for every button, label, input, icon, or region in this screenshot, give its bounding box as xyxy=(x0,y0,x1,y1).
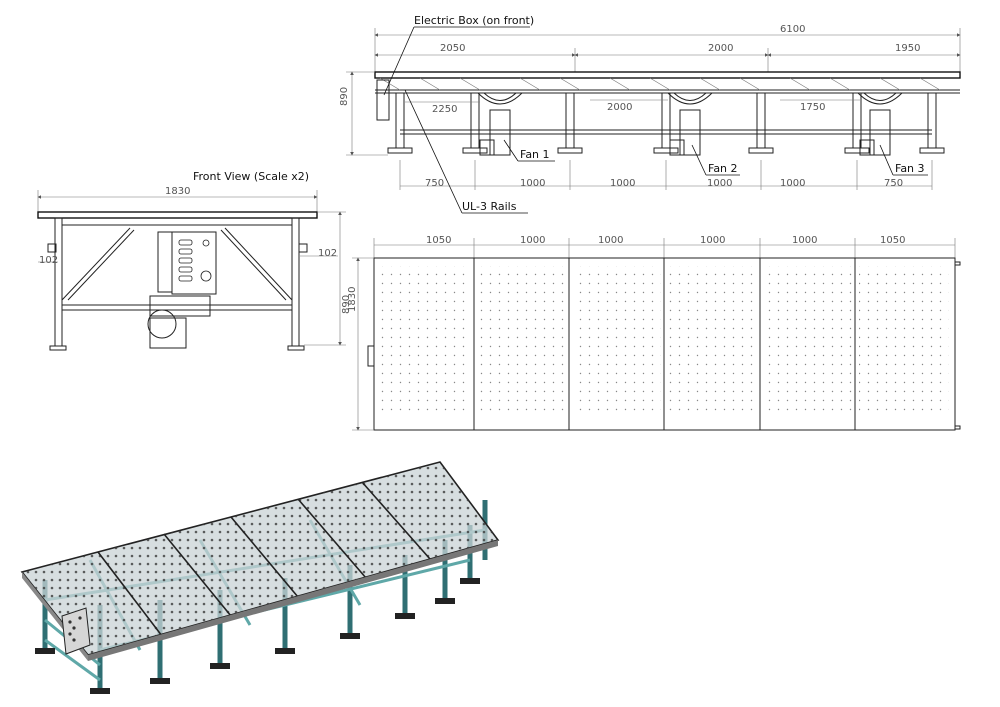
label-electric-box: Electric Box (on front) xyxy=(414,14,534,27)
dim-inner-3: 1750 xyxy=(800,102,825,113)
label-fan-3: Fan 3 xyxy=(895,162,925,175)
dim-leg-spacing-4: 1000 xyxy=(707,178,732,189)
side-fan-2 xyxy=(667,92,713,156)
label-fan-1: Fan 1 xyxy=(520,148,550,161)
dim-top-segment-1: 2050 xyxy=(440,43,465,54)
front-control-box xyxy=(171,231,217,295)
dim-inner-2: 2000 xyxy=(607,102,632,113)
front-view-title: Front View (Scale x2) xyxy=(193,170,309,183)
side-legs xyxy=(395,92,937,149)
dim-panel-2: 1000 xyxy=(520,235,545,246)
dim-overall-length: 6100 xyxy=(780,24,805,35)
dim-panel-5: 1000 xyxy=(792,235,817,246)
dim-leg-spacing-6: 750 xyxy=(884,178,903,189)
dim-panel-1: 1050 xyxy=(426,235,451,246)
dim-panel-3: 1000 xyxy=(598,235,623,246)
dim-top-segment-2: 2000 xyxy=(708,43,733,54)
top-view: 1050 1000 1000 1000 1000 1050 1830 xyxy=(347,235,961,431)
dim-front-height: 890 xyxy=(341,295,352,314)
isometric-view xyxy=(20,461,500,694)
front-table-top xyxy=(37,211,318,219)
dim-front-right-offset: 102 xyxy=(318,248,337,259)
label-fan-2: Fan 2 xyxy=(708,162,738,175)
side-view: 6100 2050 2000 1950 xyxy=(339,14,961,214)
dim-inner-1: 2250 xyxy=(432,104,457,115)
dim-leg-spacing-5: 1000 xyxy=(780,178,805,189)
side-table-top xyxy=(374,71,961,79)
side-fan-3 xyxy=(857,92,903,156)
dim-front-left-offset: 102 xyxy=(39,255,58,266)
side-fan-1 xyxy=(477,92,523,156)
label-ul3-rails: UL-3 Rails xyxy=(462,200,517,213)
dim-top-segment-3: 1950 xyxy=(895,43,920,54)
front-view: Front View (Scale x2) 1830 xyxy=(37,170,352,351)
dim-front-width: 1830 xyxy=(165,186,190,197)
dim-leg-spacing-3: 1000 xyxy=(610,178,635,189)
dim-leg-spacing-1: 750 xyxy=(425,178,444,189)
iso-control-box xyxy=(61,607,91,655)
dim-panel-6: 1050 xyxy=(880,235,905,246)
side-electric-box xyxy=(376,79,390,121)
dim-top-depth: 1830 xyxy=(347,287,358,312)
dim-side-height: 890 xyxy=(339,87,350,106)
dim-leg-spacing-2: 1000 xyxy=(520,178,545,189)
dim-panel-4: 1000 xyxy=(700,235,725,246)
